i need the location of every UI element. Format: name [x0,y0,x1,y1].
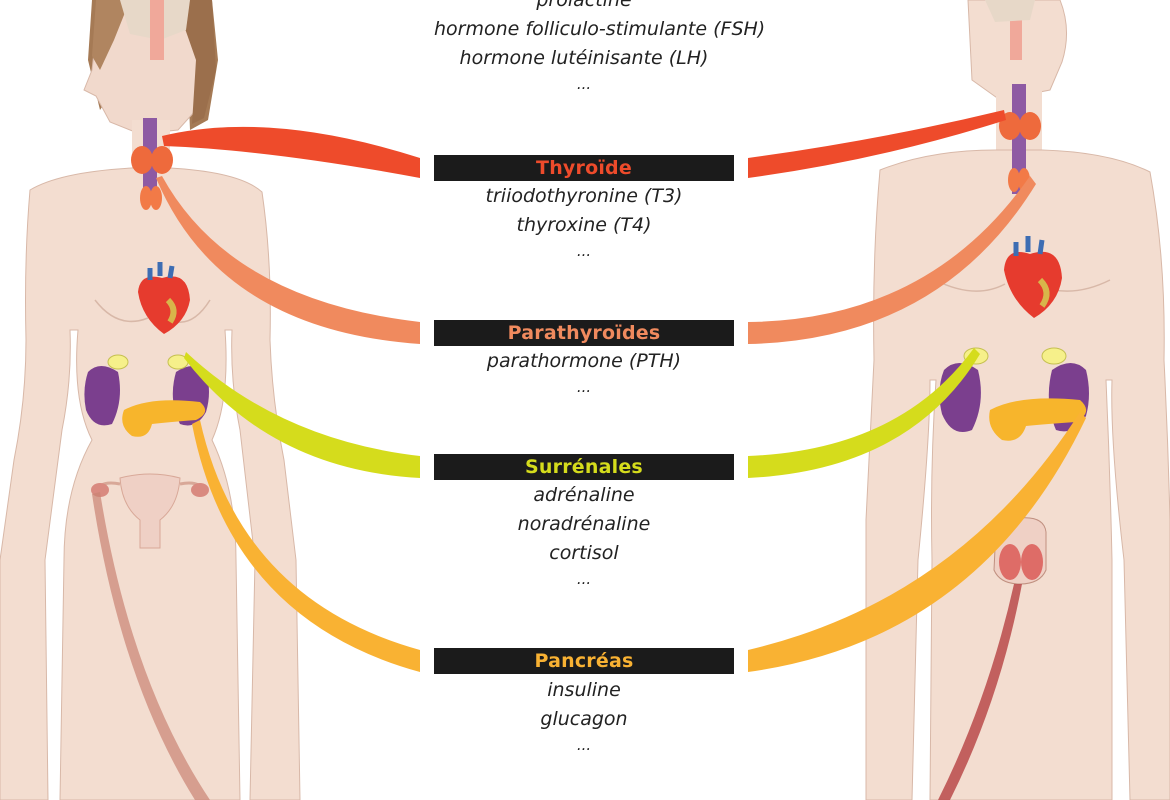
hormone-item: thyroxine (T4) [516,214,652,236]
ribbon-surrenales-left [184,352,420,478]
hormone-item: triiodothyronine (T3) [485,185,683,207]
hormone-item: hormone lutéinisante (LH) [459,47,709,69]
hormone-item: adrénaline [533,484,635,506]
ribbon-surrenales-right [748,348,980,478]
ribbon-pancreas-right [748,412,1086,672]
hormone-item: prolactine [536,0,632,11]
hormone-item: ... [576,736,592,754]
hormone-list-thyroide: triiodothyronine (T3) thyroxine (T4) ... [434,182,734,262]
ribbon-parathyroides-left [156,176,420,344]
female-body [0,0,301,800]
gland-title-surrenales: Surrénales [434,454,734,480]
ribbon-thyroide-right [748,110,1006,178]
hormone-item: ... [576,570,592,588]
hormone-item: insuline [547,679,621,701]
ribbon-thyroide-left [162,126,420,178]
male-body [865,0,1170,800]
top-hormone-list: prolactine hormone folliculo-stimulante … [434,0,766,95]
hormone-item: hormone folliculo-stimulante (FSH) [434,18,766,40]
hormone-item: ... [576,75,592,93]
ribbon-pancreas-left [192,420,420,672]
hormone-item: ... [576,242,592,260]
gland-title-parathyroides: Parathyroïdes [434,320,734,346]
gland-title-thyroide: Thyroïde [434,155,734,181]
ribbon-parathyroides-right [748,176,1036,344]
hormone-item: parathormone (PTH) [486,350,682,372]
gland-title-pancreas: Pancréas [434,648,734,674]
hormone-list-parathyroides: parathormone (PTH) ... [434,347,734,398]
connector-ribbons [156,110,1086,672]
hormone-list-surrenales: adrénaline noradrénaline cortisol ... [434,481,734,590]
hormone-list-pancreas: insuline glucagon ... [434,676,734,756]
hormone-item: glucagon [540,708,628,730]
hormone-item: ... [576,378,592,396]
hormone-item: noradrénaline [517,513,651,535]
hormone-item: cortisol [549,542,619,564]
